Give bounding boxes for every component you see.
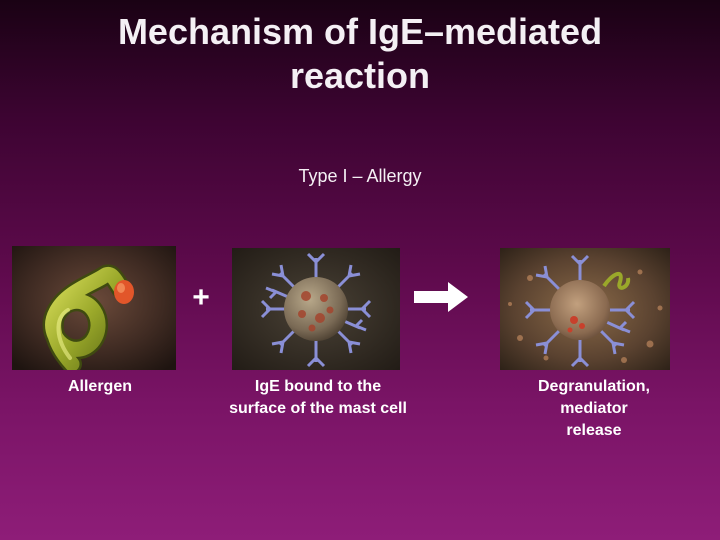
allergen-caption: Allergen (67, 378, 132, 395)
released-mediators (508, 269, 663, 363)
degranulating-cell-body (550, 280, 610, 340)
slide-subtitle: Type I – Allergy (298, 166, 422, 186)
slide-title: Mechanism of IgE–mediated reaction (40, 10, 680, 98)
title-line-1: Mechanism of IgE–mediated (117, 11, 603, 52)
degranulation-image (500, 248, 670, 370)
plus-sign: + (192, 281, 210, 314)
title-line-2: reaction (289, 55, 431, 96)
mast-cell-granules (298, 291, 334, 332)
degranulation-caption-line-3: release (566, 422, 622, 439)
degranulation-caption-line-2: mediator (560, 400, 628, 417)
allergen-image (12, 246, 176, 370)
arrow-icon (414, 282, 468, 312)
mast-cell-image (232, 248, 400, 370)
allergen-molecule (42, 264, 132, 370)
bound-allergen (602, 271, 631, 290)
mast-cell-body (284, 277, 348, 341)
allergen-epitope (114, 280, 134, 304)
ige-bound-caption-line-1: IgE bound to the (254, 378, 382, 395)
degranulation-caption-line-1: Degranulation, (537, 378, 650, 395)
ige-bound-caption-line-2: surface of the mast cell (229, 400, 407, 417)
degranulation-caption: Degranulation, mediator release (514, 376, 674, 442)
ige-bound-caption: IgE bound to the surface of the mast cel… (210, 376, 426, 420)
degranulation-burst (567, 316, 585, 333)
